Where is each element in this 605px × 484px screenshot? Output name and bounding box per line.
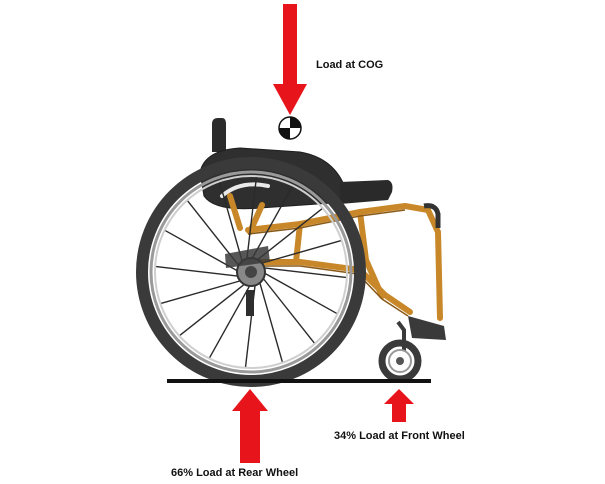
center-of-gravity-icon (278, 116, 302, 140)
wheel-spoke (262, 278, 315, 344)
front-wheel-load-arrow (384, 389, 414, 422)
cog-load-arrow (273, 4, 307, 115)
wheel-spoke (209, 285, 251, 358)
rear-wheel-load-arrow (232, 389, 268, 463)
wheel-spoke (261, 240, 341, 264)
wheel-spoke (259, 282, 283, 362)
wheel-spoke (246, 177, 258, 259)
wheel-spoke (156, 265, 238, 277)
wheel-spoke (251, 186, 293, 259)
wheelchair-illustration (136, 118, 446, 387)
rear-wheel-load-label: 66% Load at Rear Wheel (171, 467, 299, 479)
front-wheel-load-label: 34% Load at Front Wheel (334, 430, 465, 442)
cog-load-label: Load at COG (316, 59, 384, 71)
wheel-spoke (165, 230, 238, 272)
wheel-spoke (179, 283, 245, 336)
wheel-spoke (264, 267, 346, 279)
wheel-spoke (161, 280, 241, 304)
wheel-spoke (219, 182, 243, 262)
wheel-spoke (264, 272, 337, 314)
